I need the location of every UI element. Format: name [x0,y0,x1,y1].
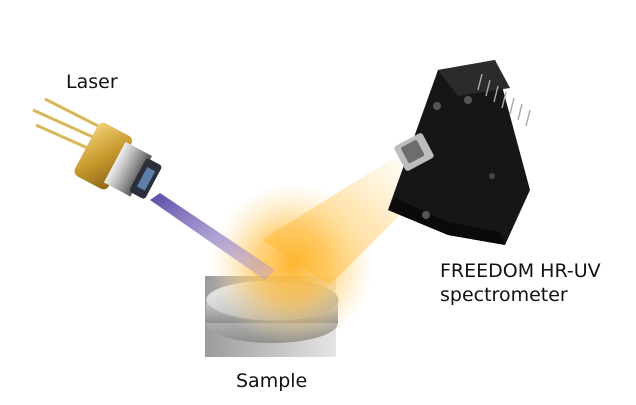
spectrometer-label-line1: FREEDOM HR-UV [440,260,601,282]
emission-glow [210,183,374,347]
spectrometer [388,60,531,245]
spectrometer-label: FREEDOM HR-UV spectrometer [440,259,601,307]
laser-diode [32,97,162,199]
laser-label: Laser [66,71,118,93]
spectrometer-label-line2: spectrometer [440,284,568,306]
laser-beam [150,193,275,280]
sample-label: Sample [236,370,308,392]
